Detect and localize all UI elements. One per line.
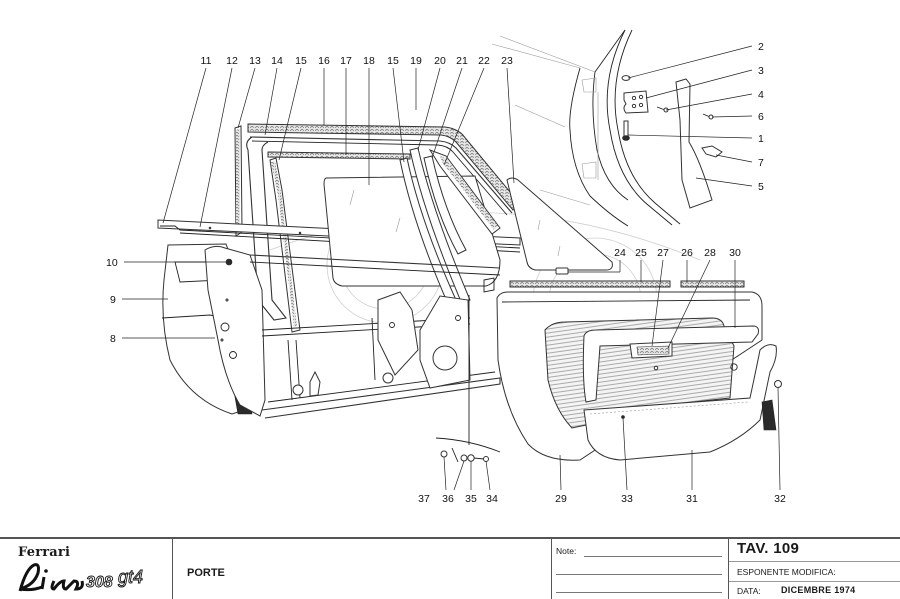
callout-23: 23 xyxy=(501,55,513,67)
note-line xyxy=(584,556,722,557)
callout-21: 21 xyxy=(456,55,468,67)
part-21-channel xyxy=(423,155,467,255)
car-body-outline xyxy=(491,29,681,227)
callout-17: 17 xyxy=(340,55,352,67)
callout-28: 28 xyxy=(704,247,716,259)
part-34-bolt xyxy=(483,456,489,462)
part-17-inner-seal xyxy=(267,151,411,160)
callout-10: 10 xyxy=(106,257,118,269)
part-3-hinge-plate xyxy=(623,90,649,114)
leader-lines xyxy=(122,45,781,491)
part-32-button xyxy=(774,380,782,388)
exploded-parts-diagram: 11 12 13 14 15 16 17 18 15 19 20 21 22 2… xyxy=(106,29,786,505)
callout-14: 14 xyxy=(271,55,283,67)
note-row xyxy=(556,559,722,577)
note-row: Note: xyxy=(556,541,722,559)
guide-channels xyxy=(399,147,501,305)
callout-33: 33 xyxy=(621,493,633,505)
callout-6: 6 xyxy=(758,111,764,123)
callout-24: 24 xyxy=(614,247,626,259)
notes-cell: Note: xyxy=(552,539,729,599)
part-23-vent-glass xyxy=(506,177,613,275)
callout-12: 12 xyxy=(226,55,238,67)
note-line xyxy=(556,574,722,575)
part-35-nut xyxy=(467,454,475,462)
door-shell xyxy=(161,243,501,419)
note-row xyxy=(556,577,722,595)
date-value: DICEMBRE 1974 xyxy=(781,585,856,595)
part-20-channel xyxy=(409,147,471,305)
callout-20: 20 xyxy=(434,55,446,67)
door-screw xyxy=(292,384,304,396)
callout-19: 19 xyxy=(410,55,422,67)
door-screw xyxy=(382,372,394,384)
callout-13: 13 xyxy=(249,55,261,67)
hinge-assembly xyxy=(621,75,723,209)
callout-7: 7 xyxy=(758,157,764,169)
section-title-cell: PORTE xyxy=(173,539,552,599)
callout-1: 1 xyxy=(758,133,764,145)
part-26-seal xyxy=(680,280,745,288)
callout-8: 8 xyxy=(110,333,116,345)
callout-31: 31 xyxy=(686,493,698,505)
revision-label: ESPONENTE MODIFICA: xyxy=(737,567,836,577)
callout-30: 30 xyxy=(729,247,741,259)
divider xyxy=(729,581,900,582)
callout-2: 2 xyxy=(758,41,764,53)
callout-11: 11 xyxy=(201,55,212,67)
svg-text:308: 308 xyxy=(86,574,113,591)
door-trim-panel xyxy=(496,291,782,461)
divider xyxy=(729,561,900,562)
callout-9: 9 xyxy=(110,294,116,306)
callout-34: 34 xyxy=(486,493,498,505)
callout-4: 4 xyxy=(758,89,764,101)
callout-3: 3 xyxy=(758,65,764,77)
part-5-striker-bracket xyxy=(675,78,713,209)
callout-18: 18 xyxy=(363,55,375,67)
callout-5: 5 xyxy=(758,181,764,193)
ferrari-wordmark: Ferrari xyxy=(18,545,71,560)
plate-number: TAV. 109 xyxy=(737,540,800,557)
date-label: DATA: xyxy=(737,586,761,596)
part-2-clip xyxy=(621,75,631,81)
part-30-armrest xyxy=(582,325,759,403)
callout-15: 15 xyxy=(387,55,399,67)
part-16-upper-seal xyxy=(247,123,521,211)
callout-27: 27 xyxy=(657,247,669,259)
vent-clip xyxy=(555,267,569,275)
callout-16: 16 xyxy=(318,55,330,67)
part-36-washer xyxy=(460,454,468,462)
logo-cell: Ferrari 308 gt4 xyxy=(0,539,173,599)
fastener-group xyxy=(435,437,501,463)
inner-seals xyxy=(509,280,745,288)
part-25-seal xyxy=(509,280,671,288)
callout-35: 35 xyxy=(465,493,477,505)
callout-26: 26 xyxy=(681,247,693,259)
dino-308-gt4-logo: 308 gt4 xyxy=(18,563,143,591)
part-27-handle xyxy=(636,345,670,356)
window-regulator xyxy=(377,277,495,445)
part-8-door-frame xyxy=(204,245,266,417)
svg-text:gt4: gt4 xyxy=(118,567,143,587)
callout-37: 37 xyxy=(418,493,430,505)
part-18-window-glass xyxy=(323,175,501,287)
part-7-latch xyxy=(701,145,723,158)
part-1-bolt xyxy=(623,120,629,138)
callout-25: 25 xyxy=(635,247,647,259)
plate-info-cell: TAV. 109 ESPONENTE MODIFICA: DATA: DICEM… xyxy=(729,539,900,599)
callout-labels: 11 12 13 14 15 16 17 18 15 19 20 21 22 2… xyxy=(106,41,786,505)
callout-36: 36 xyxy=(442,493,454,505)
callout-15: 15 xyxy=(295,55,307,67)
note-line xyxy=(556,592,722,593)
callout-32: 32 xyxy=(774,493,786,505)
callout-22: 22 xyxy=(478,55,490,67)
callout-29: 29 xyxy=(555,493,567,505)
section-title: PORTE xyxy=(187,567,225,579)
title-block: Ferrari 308 gt4 PORTE Note: TAV. 109 ESP… xyxy=(0,537,900,599)
part-10-stud xyxy=(225,258,233,266)
part-31-door-pocket xyxy=(583,344,777,461)
part-37 xyxy=(440,450,448,458)
note-label: Note: xyxy=(556,546,577,556)
